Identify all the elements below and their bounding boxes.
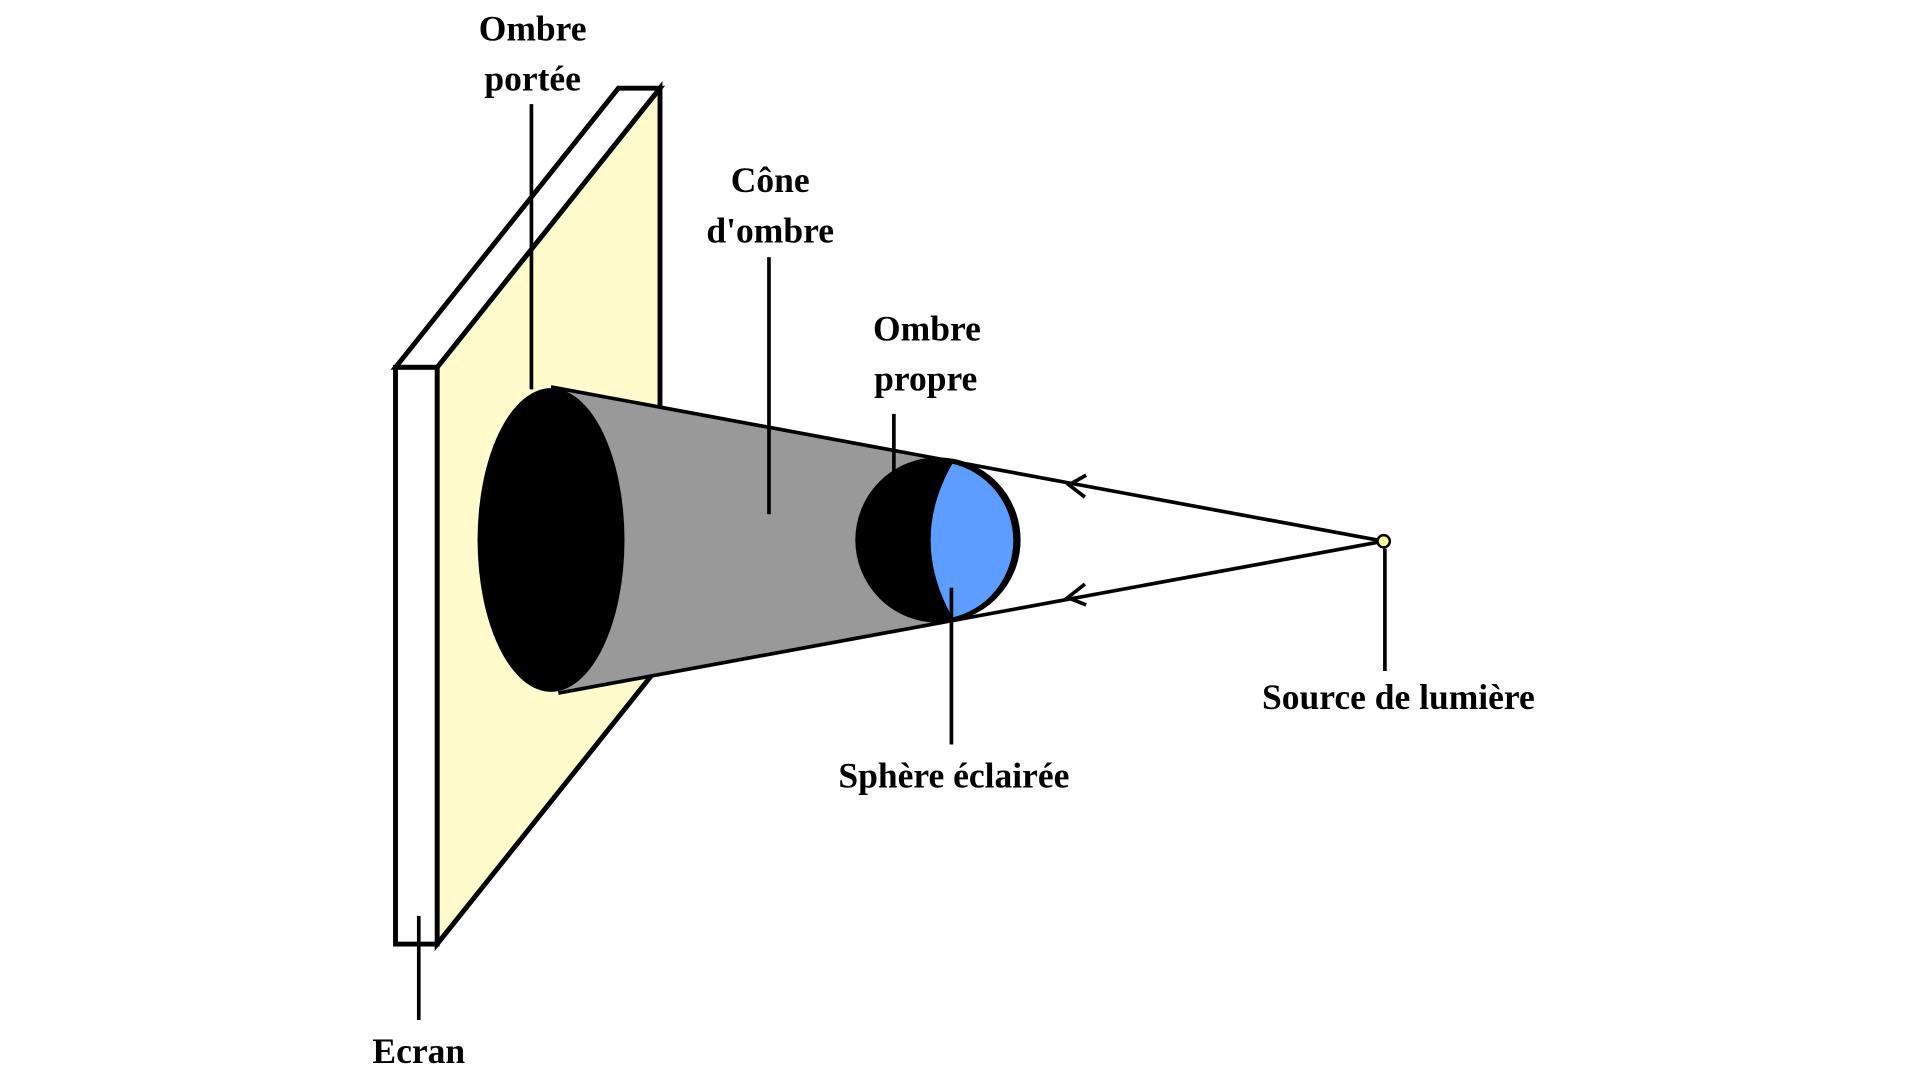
lit-side <box>926 459 1017 622</box>
cast-shadow <box>477 388 625 692</box>
label-own-shadow-2: propre <box>874 359 977 399</box>
light-source <box>1376 533 1392 549</box>
label-screen: Ecran <box>372 1031 465 1071</box>
shadow-cone <box>551 386 952 694</box>
arrow-lower <box>1064 582 1087 607</box>
sphere <box>855 457 1021 623</box>
label-own-shadow-1: Ombre <box>873 308 981 348</box>
label-lit-sphere: Sphère éclairée <box>838 755 1069 795</box>
leader-lines <box>416 104 1387 1020</box>
label-light-source: Source de lumière <box>1262 677 1535 717</box>
arrow-upper <box>1065 473 1088 499</box>
ray-lower <box>558 539 1385 695</box>
label-cast-shadow-2: portée <box>484 59 581 99</box>
screen-side-edge <box>393 364 440 947</box>
label-shadow-cone-1: Cône <box>731 160 810 200</box>
label-shadow-cone-2: d'ombre <box>706 210 834 250</box>
label-cast-shadow-1: Ombre <box>479 8 587 48</box>
